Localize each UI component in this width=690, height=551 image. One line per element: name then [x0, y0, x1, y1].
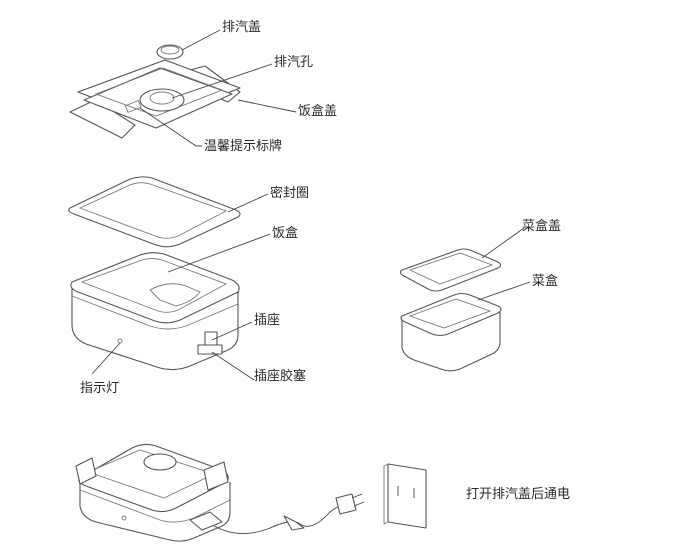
label-indicator-light: 指示灯 [80, 381, 120, 396]
seal-ring-part [68, 176, 241, 248]
label-power-note: 打开排汽盖后通电 [466, 487, 571, 502]
box-lid-part [69, 59, 241, 139]
label-socket: 插座 [254, 313, 281, 328]
dish-box-lid-part [399, 248, 502, 292]
label-vent-hole: 排汽孔 [274, 55, 314, 70]
label-box-lid: 饭盒盖 [298, 104, 338, 119]
dish-box-part [400, 292, 502, 372]
vent-cap-part [156, 44, 184, 60]
label-vent-cap: 排汽盖 [222, 20, 262, 35]
assembled-lunch-box [75, 443, 365, 542]
leader-lines [91, 29, 531, 381]
label-reminder-plate: 温馨提示标牌 [204, 139, 283, 154]
label-dish-box: 菜盒 [532, 274, 559, 289]
wall-socket [383, 463, 427, 529]
label-socket-plug: 插座胶塞 [254, 369, 307, 384]
label-dish-box-lid: 菜盒盖 [522, 219, 562, 234]
label-seal-ring: 密封圈 [270, 186, 310, 201]
label-lunch-box: 饭盒 [272, 226, 299, 241]
lunch-box-part [70, 252, 240, 371]
